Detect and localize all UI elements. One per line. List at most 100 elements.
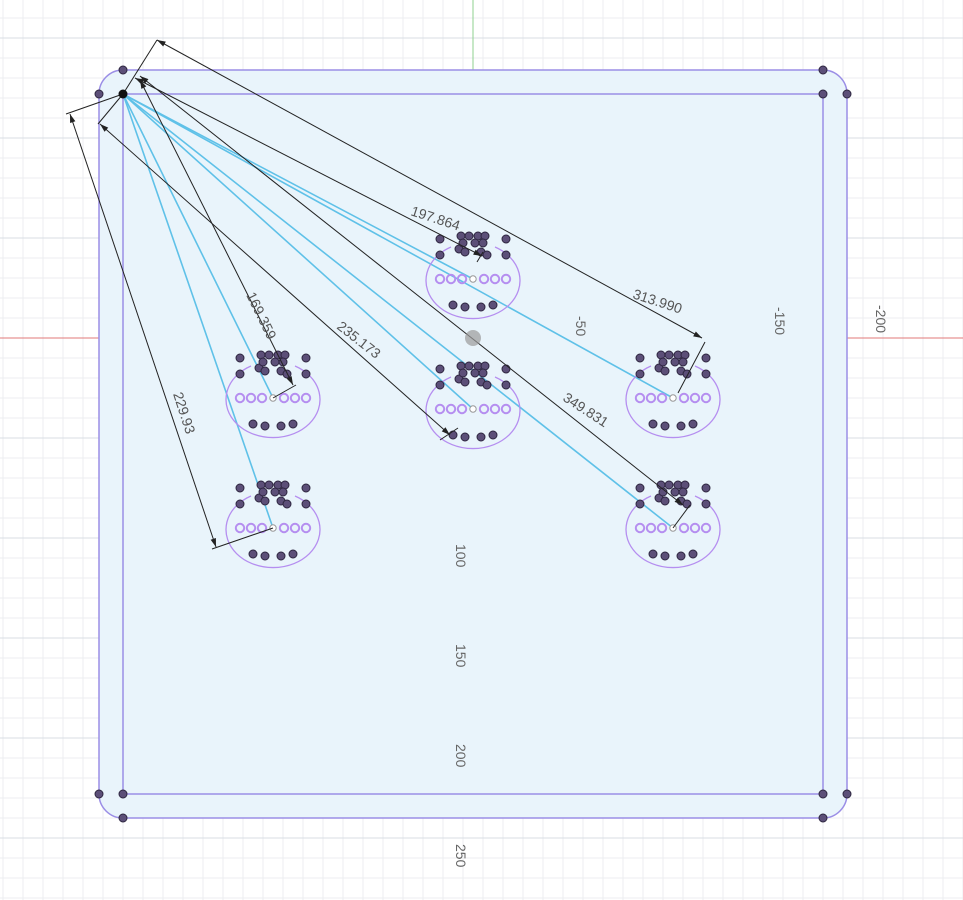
pin-hole xyxy=(456,403,468,415)
mount-hole xyxy=(435,250,445,260)
dimension-stem xyxy=(139,75,684,506)
dimension-stem xyxy=(69,113,217,548)
pin-hole xyxy=(656,522,668,534)
sketch-point-icon xyxy=(94,789,104,799)
mount-hole xyxy=(301,483,311,493)
dimension-arrow xyxy=(70,114,76,123)
mount-hole xyxy=(448,300,458,310)
mount-hole xyxy=(235,499,245,509)
pin-hole xyxy=(245,392,257,404)
dimension-arrow xyxy=(140,80,147,89)
center-point xyxy=(469,405,477,413)
module-outline xyxy=(225,365,321,439)
pin-hole xyxy=(678,392,690,404)
mount-hole xyxy=(460,377,470,387)
mount-hole xyxy=(276,551,286,561)
construction-line xyxy=(122,93,474,410)
sketch-point-icon xyxy=(94,89,104,99)
dimension-lines xyxy=(65,39,706,550)
axis-labels: -50 -150 -200 100 150 200 250 xyxy=(453,305,889,868)
construction-line xyxy=(122,93,274,399)
mount-hole xyxy=(488,300,498,310)
mount-hole xyxy=(660,496,670,506)
dimension-line xyxy=(139,79,297,399)
mount-hole xyxy=(258,487,268,497)
mount-hole xyxy=(448,430,458,440)
pin-hole xyxy=(700,392,712,404)
extension-line xyxy=(272,384,297,399)
switch-module xyxy=(425,361,521,450)
mount-hole xyxy=(464,231,474,241)
pin-hole xyxy=(245,522,257,534)
origin-icon[interactable] xyxy=(465,330,481,346)
dimension-line xyxy=(65,93,274,550)
extension-line xyxy=(211,527,274,550)
module-outline xyxy=(625,365,721,439)
module-outline xyxy=(425,246,521,320)
sketch-point-icon xyxy=(118,789,128,799)
center-point xyxy=(669,394,677,402)
mount-hole xyxy=(678,357,688,367)
dimension-arrow xyxy=(157,40,166,47)
switch-module xyxy=(625,480,721,569)
mount-hole xyxy=(660,366,670,376)
extension-line xyxy=(97,93,124,125)
mount-hole xyxy=(648,549,658,559)
mount-hole xyxy=(260,551,270,561)
dimension-stem xyxy=(156,39,703,339)
mount-hole xyxy=(435,380,445,390)
plate-outline[interactable] xyxy=(98,69,848,819)
pin-hole xyxy=(289,392,301,404)
mount-hole xyxy=(682,499,692,509)
mount-hole xyxy=(270,357,280,367)
switch-module xyxy=(425,231,521,320)
sketch-point-icon[interactable] xyxy=(118,89,128,99)
mount-hole xyxy=(288,549,298,559)
mount-hole xyxy=(660,421,670,431)
pin-hole xyxy=(256,392,268,404)
mount-hole xyxy=(470,238,480,248)
pin-hole xyxy=(456,273,468,285)
dimension-line xyxy=(122,39,706,394)
pin-hole xyxy=(500,273,512,285)
mount-hole xyxy=(458,368,468,378)
mount-hole xyxy=(658,357,668,367)
mount-hole xyxy=(248,419,258,429)
dimension-arrow xyxy=(674,497,683,505)
module-outline xyxy=(225,495,321,569)
mount-hole xyxy=(635,369,645,379)
mount-hole xyxy=(664,480,674,490)
mount-hole xyxy=(501,250,511,260)
mount-hole xyxy=(701,369,711,379)
switch-module xyxy=(625,350,721,439)
extension-line xyxy=(65,93,124,115)
pin-hole xyxy=(300,392,312,404)
pin-hole xyxy=(234,522,246,534)
dimension-arrow xyxy=(210,538,216,547)
mount-hole xyxy=(676,551,686,561)
pin-hole xyxy=(434,403,446,415)
sketch-point-icon xyxy=(818,65,828,75)
y-axis-label: 200 xyxy=(453,744,469,768)
y-axis-label: 150 xyxy=(453,644,469,668)
dimension-arrow xyxy=(286,376,293,385)
pin-hole xyxy=(300,522,312,534)
pin-hole xyxy=(634,522,646,534)
mount-hole xyxy=(276,421,286,431)
y-axis-label: 250 xyxy=(453,844,469,868)
pin-hole xyxy=(689,392,701,404)
mount-hole xyxy=(635,499,645,509)
mount-hole xyxy=(470,368,480,378)
plate-inner-rect[interactable] xyxy=(122,93,824,795)
mount-hole xyxy=(688,549,698,559)
mount-hole xyxy=(264,350,274,360)
mount-hole xyxy=(260,366,270,376)
mount-hole xyxy=(635,483,645,493)
corner-points xyxy=(94,65,852,823)
dimension-line xyxy=(134,77,484,263)
sketch-point-icon xyxy=(118,65,128,75)
mount-hole xyxy=(660,551,670,561)
mount-hole xyxy=(476,432,486,442)
mount-hole xyxy=(260,421,270,431)
